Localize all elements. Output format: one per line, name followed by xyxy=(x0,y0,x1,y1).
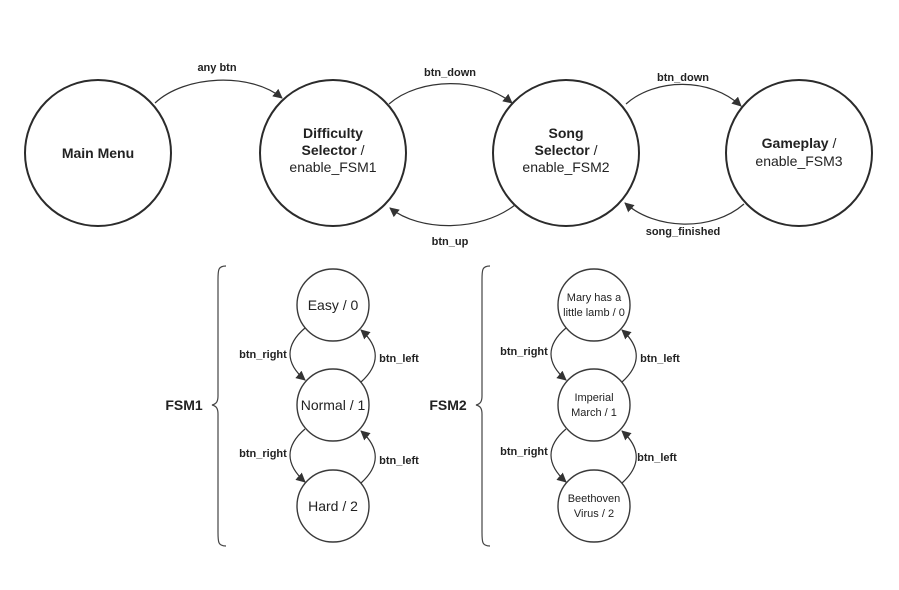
fsm2-state-imperial-line1: Imperial xyxy=(574,392,613,404)
fsm2-right-arrow-1 xyxy=(550,327,567,381)
fsm2-label: FSM2 xyxy=(429,397,467,413)
song-action: enable_FSM2 xyxy=(522,159,609,175)
fsm2-state-mary-line1: Mary has a xyxy=(567,292,622,304)
btn-down-label-1: btn_down xyxy=(424,67,476,79)
fsm2-state-beethoven-line2: Virus / 2 xyxy=(574,508,614,520)
any-btn-arrow xyxy=(154,79,283,104)
btn-down-label-2: btn_down xyxy=(657,72,709,84)
song-finished-label: song_finished xyxy=(646,226,721,238)
fsm1-brace xyxy=(211,265,227,547)
fsm2-right-arrow-2 xyxy=(550,428,567,483)
song-line2: Selector xyxy=(534,142,590,158)
btn-up-arrow xyxy=(389,204,516,227)
fsm1-left-label-2: btn_left xyxy=(379,455,419,467)
fsm1-state-normal xyxy=(296,368,370,442)
song-finished-arrow xyxy=(624,202,745,225)
gameplay-action: enable_FSM3 xyxy=(755,153,842,169)
fsm2-left-arrow-2 xyxy=(621,430,637,484)
fsm1-state-hard xyxy=(296,469,370,543)
btn-up-label: btn_up xyxy=(432,236,469,248)
difficulty-line2: Selector xyxy=(301,142,357,158)
difficulty-selector-state: Difficulty Selector / enable_FSM1 xyxy=(259,79,407,227)
fsm1-left-label-1: btn_left xyxy=(379,353,419,365)
song-selector-state: Song Selector / enable_FSM2 xyxy=(492,79,640,227)
fsm1-right-arrow-2 xyxy=(289,428,306,483)
btn-down-arrow-1 xyxy=(388,83,513,105)
fsm2-state-imperial xyxy=(557,368,631,442)
fsm2-group: FSM2 Mary has a little lamb / 0 Imperial… xyxy=(429,265,680,547)
gameplay-state: Gameplay / enable_FSM3 xyxy=(725,79,873,227)
fsm2-state-beethoven-line1: Beethoven xyxy=(568,493,621,505)
fsm1-group: FSM1 Easy / 0 Normal / 1 Hard / 2 btn_ri… xyxy=(165,265,419,547)
fsm2-state-mary xyxy=(557,268,631,342)
difficulty-action: enable_FSM1 xyxy=(289,159,376,175)
fsm1-right-label-1: btn_right xyxy=(239,349,287,361)
fsm1-state-easy-label: Easy / 0 xyxy=(308,297,359,313)
fsm1-left-arrow-2 xyxy=(360,430,376,484)
fsm2-right-label-2: btn_right xyxy=(500,446,548,458)
fsm2-left-label-2: btn_left xyxy=(637,452,677,464)
song-line2-group: Selector / xyxy=(534,142,597,158)
any-btn-label: any btn xyxy=(197,62,236,74)
fsm2-state-imperial-line2: March / 1 xyxy=(571,407,617,419)
fsm2-brace xyxy=(475,265,491,547)
difficulty-line2-group: Selector / xyxy=(301,142,364,158)
fsm2-left-arrow-1 xyxy=(621,329,637,383)
gameplay-title: Gameplay xyxy=(762,135,829,151)
fsm2-left-label-1: btn_left xyxy=(640,353,680,365)
fsm2-state-mary-line2: little lamb / 0 xyxy=(563,307,625,319)
fsm2-right-label-1: btn_right xyxy=(500,346,548,358)
fsm1-right-label-2: btn_right xyxy=(239,448,287,460)
difficulty-slash: / xyxy=(357,142,365,158)
song-slash: / xyxy=(590,142,598,158)
main-menu-state: Main Menu xyxy=(24,79,172,227)
fsm1-right-arrow-1 xyxy=(289,327,306,381)
fsm2-state-beethoven xyxy=(557,469,631,543)
fsm1-state-hard-label: Hard / 2 xyxy=(308,498,358,514)
fsm1-left-arrow-1 xyxy=(360,329,376,383)
main-menu-label: Main Menu xyxy=(62,145,134,161)
fsm1-state-normal-label: Normal / 1 xyxy=(301,397,366,413)
fsm1-state-easy xyxy=(296,268,370,342)
gameplay-slash: / xyxy=(829,135,837,151)
fsm1-label: FSM1 xyxy=(165,397,203,413)
difficulty-line1: Difficulty xyxy=(303,125,363,141)
btn-down-arrow-2 xyxy=(625,83,742,107)
song-line1: Song xyxy=(549,125,584,141)
gameplay-line1-group: Gameplay / xyxy=(762,135,837,151)
